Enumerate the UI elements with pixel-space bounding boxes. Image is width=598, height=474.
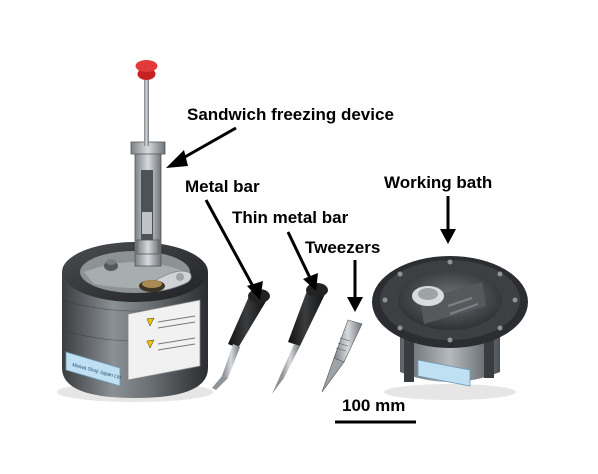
label-metal-bar: Metal bar [185,177,260,196]
arrow-metal-bar [204,199,263,300]
working-bath [372,256,528,400]
label-sandwich-freezing-device: Sandwich freezing device [187,105,394,124]
warning-label [127,299,201,381]
arrow-tweezers [347,260,363,312]
metal-bar [212,289,270,390]
arrow-working-bath [440,196,456,244]
thin-metal-bar [272,283,328,394]
label-scale-bar: 100 mm [342,396,406,415]
label-thin-metal-bar: Thin metal bar [232,208,349,227]
label-working-bath: Working bath [384,173,493,192]
sandwich-freezing-device: Meiwa Shoji Japan Ltd. [57,60,213,402]
tweezers [321,319,363,393]
label-tweezers: Tweezers [305,238,381,257]
arrow-sandwich-device [166,126,237,168]
bath-maker-plate [417,359,471,387]
arrow-thin-metal-bar [286,231,318,291]
